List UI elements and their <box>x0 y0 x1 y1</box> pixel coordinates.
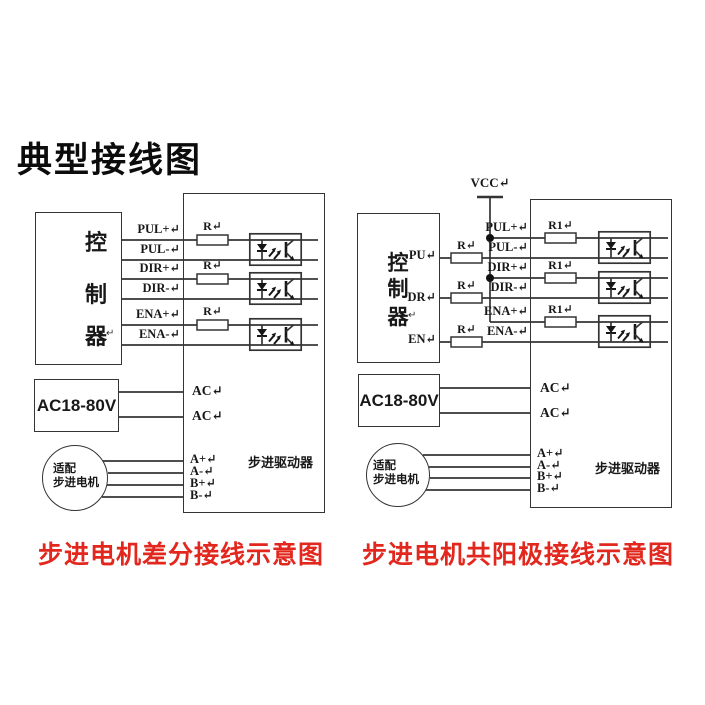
right-controller-char-3: 器 <box>387 306 409 329</box>
right-motor-label: 适配 步进电机 <box>373 460 419 486</box>
left-terminal-b-plus: B+↵ <box>190 476 216 490</box>
right-terminal-ac-1: AC↵ <box>540 380 571 395</box>
left-motor-wires <box>102 460 183 498</box>
left-motor-circle <box>42 445 108 511</box>
right-int-resistor-label-3: R1↵ <box>548 302 573 316</box>
right-terminal-ac-2: AC↵ <box>540 405 571 420</box>
right-ext-resistor-label-3: R↵ <box>457 322 476 336</box>
left-terminal-pul-minus: PUL-↵ <box>140 242 180 256</box>
left-resistor-label-2: R↵ <box>203 258 222 272</box>
right-driver-box <box>530 199 672 508</box>
right-terminal-dir-plus: DIR+↵ <box>487 260 528 274</box>
left-terminal-a-plus: A+↵ <box>190 452 217 466</box>
left-terminal-ac-1: AC↵ <box>192 383 223 398</box>
left-terminal-dir-plus: DIR+↵ <box>139 261 180 275</box>
right-motor-circle <box>366 443 430 507</box>
right-power-supply-box <box>358 374 440 427</box>
right-terminal-a-minus: A-↵ <box>537 458 561 472</box>
right-terminal-ena-minus: ENA-↵ <box>486 324 528 338</box>
left-driver-box <box>183 193 325 513</box>
right-terminal-ena-plus: ENA+↵ <box>484 304 528 318</box>
left-terminal-a-minus: A-↵ <box>190 464 214 478</box>
left-terminal-ac-2: AC↵ <box>192 408 223 423</box>
left-caption: 步进电机差分接线示意图 <box>38 541 325 569</box>
left-terminal-ena-minus: ENA-↵ <box>138 327 180 341</box>
right-int-resistor-label-2: R1↵ <box>548 258 573 272</box>
right-int-resistor-label-1: R1↵ <box>548 218 573 232</box>
right-terminal-a-plus: A+↵ <box>537 446 564 460</box>
left-resistor-label-3: R↵ <box>203 304 222 318</box>
left-terminal-dir-minus: DIR-↵ <box>142 281 180 295</box>
right-controller-char-1: 控 <box>387 252 409 275</box>
right-controller-terminal-pu: PU↵ <box>408 248 436 262</box>
left-resistor-label-1: R↵ <box>203 219 222 233</box>
right-ext-resistor-label-1: R↵ <box>457 238 476 252</box>
left-terminal-ena-plus: ENA+↵ <box>136 307 180 321</box>
right-terminal-pul-minus: PUL-↵ <box>488 240 528 254</box>
right-driver-label: 步进驱动器 <box>595 461 661 476</box>
right-terminal-pul-plus: PUL+↵ <box>485 220 528 234</box>
right-controller-terminal-en: EN↵ <box>408 332 436 346</box>
left-motor-label: 适配 步进电机 <box>53 463 99 489</box>
right-controller-return-mark: ↵ <box>408 310 417 321</box>
right-motor-wires <box>423 454 530 491</box>
right-controller-box <box>357 213 440 363</box>
left-terminal-b-minus: B-↵ <box>190 488 213 502</box>
right-power-wires <box>440 387 530 414</box>
right-terminal-dir-minus: DIR-↵ <box>490 280 528 294</box>
right-controller-terminal-dr: DR↵ <box>407 290 436 304</box>
page-title: 典型接线图 <box>17 141 203 180</box>
left-terminal-pul-plus: PUL+↵ <box>137 222 180 236</box>
left-driver-label: 步进驱动器 <box>248 455 314 470</box>
right-terminal-b-minus: B-↵ <box>537 481 560 495</box>
right-caption: 步进电机共阳极接线示意图 <box>362 541 675 569</box>
right-vcc-label: VCC↵ <box>470 175 510 190</box>
right-ext-resistor-label-2: R↵ <box>457 278 476 292</box>
left-controller-char-2: 制 <box>84 282 108 307</box>
right-controller-char-2: 制 <box>387 278 409 301</box>
left-controller-box <box>35 212 122 365</box>
left-controller-char-1: 控 <box>84 230 108 255</box>
left-controller-return-mark: ↵ <box>106 328 115 339</box>
right-power-supply-label: AC18-80V <box>359 390 439 410</box>
left-controller-char-3: 器 <box>84 324 108 349</box>
left-power-supply-label: AC18-80V <box>36 395 117 415</box>
right-terminal-b-plus: B+↵ <box>537 469 563 483</box>
left-power-supply-box <box>34 379 119 432</box>
left-power-wires <box>119 391 183 418</box>
